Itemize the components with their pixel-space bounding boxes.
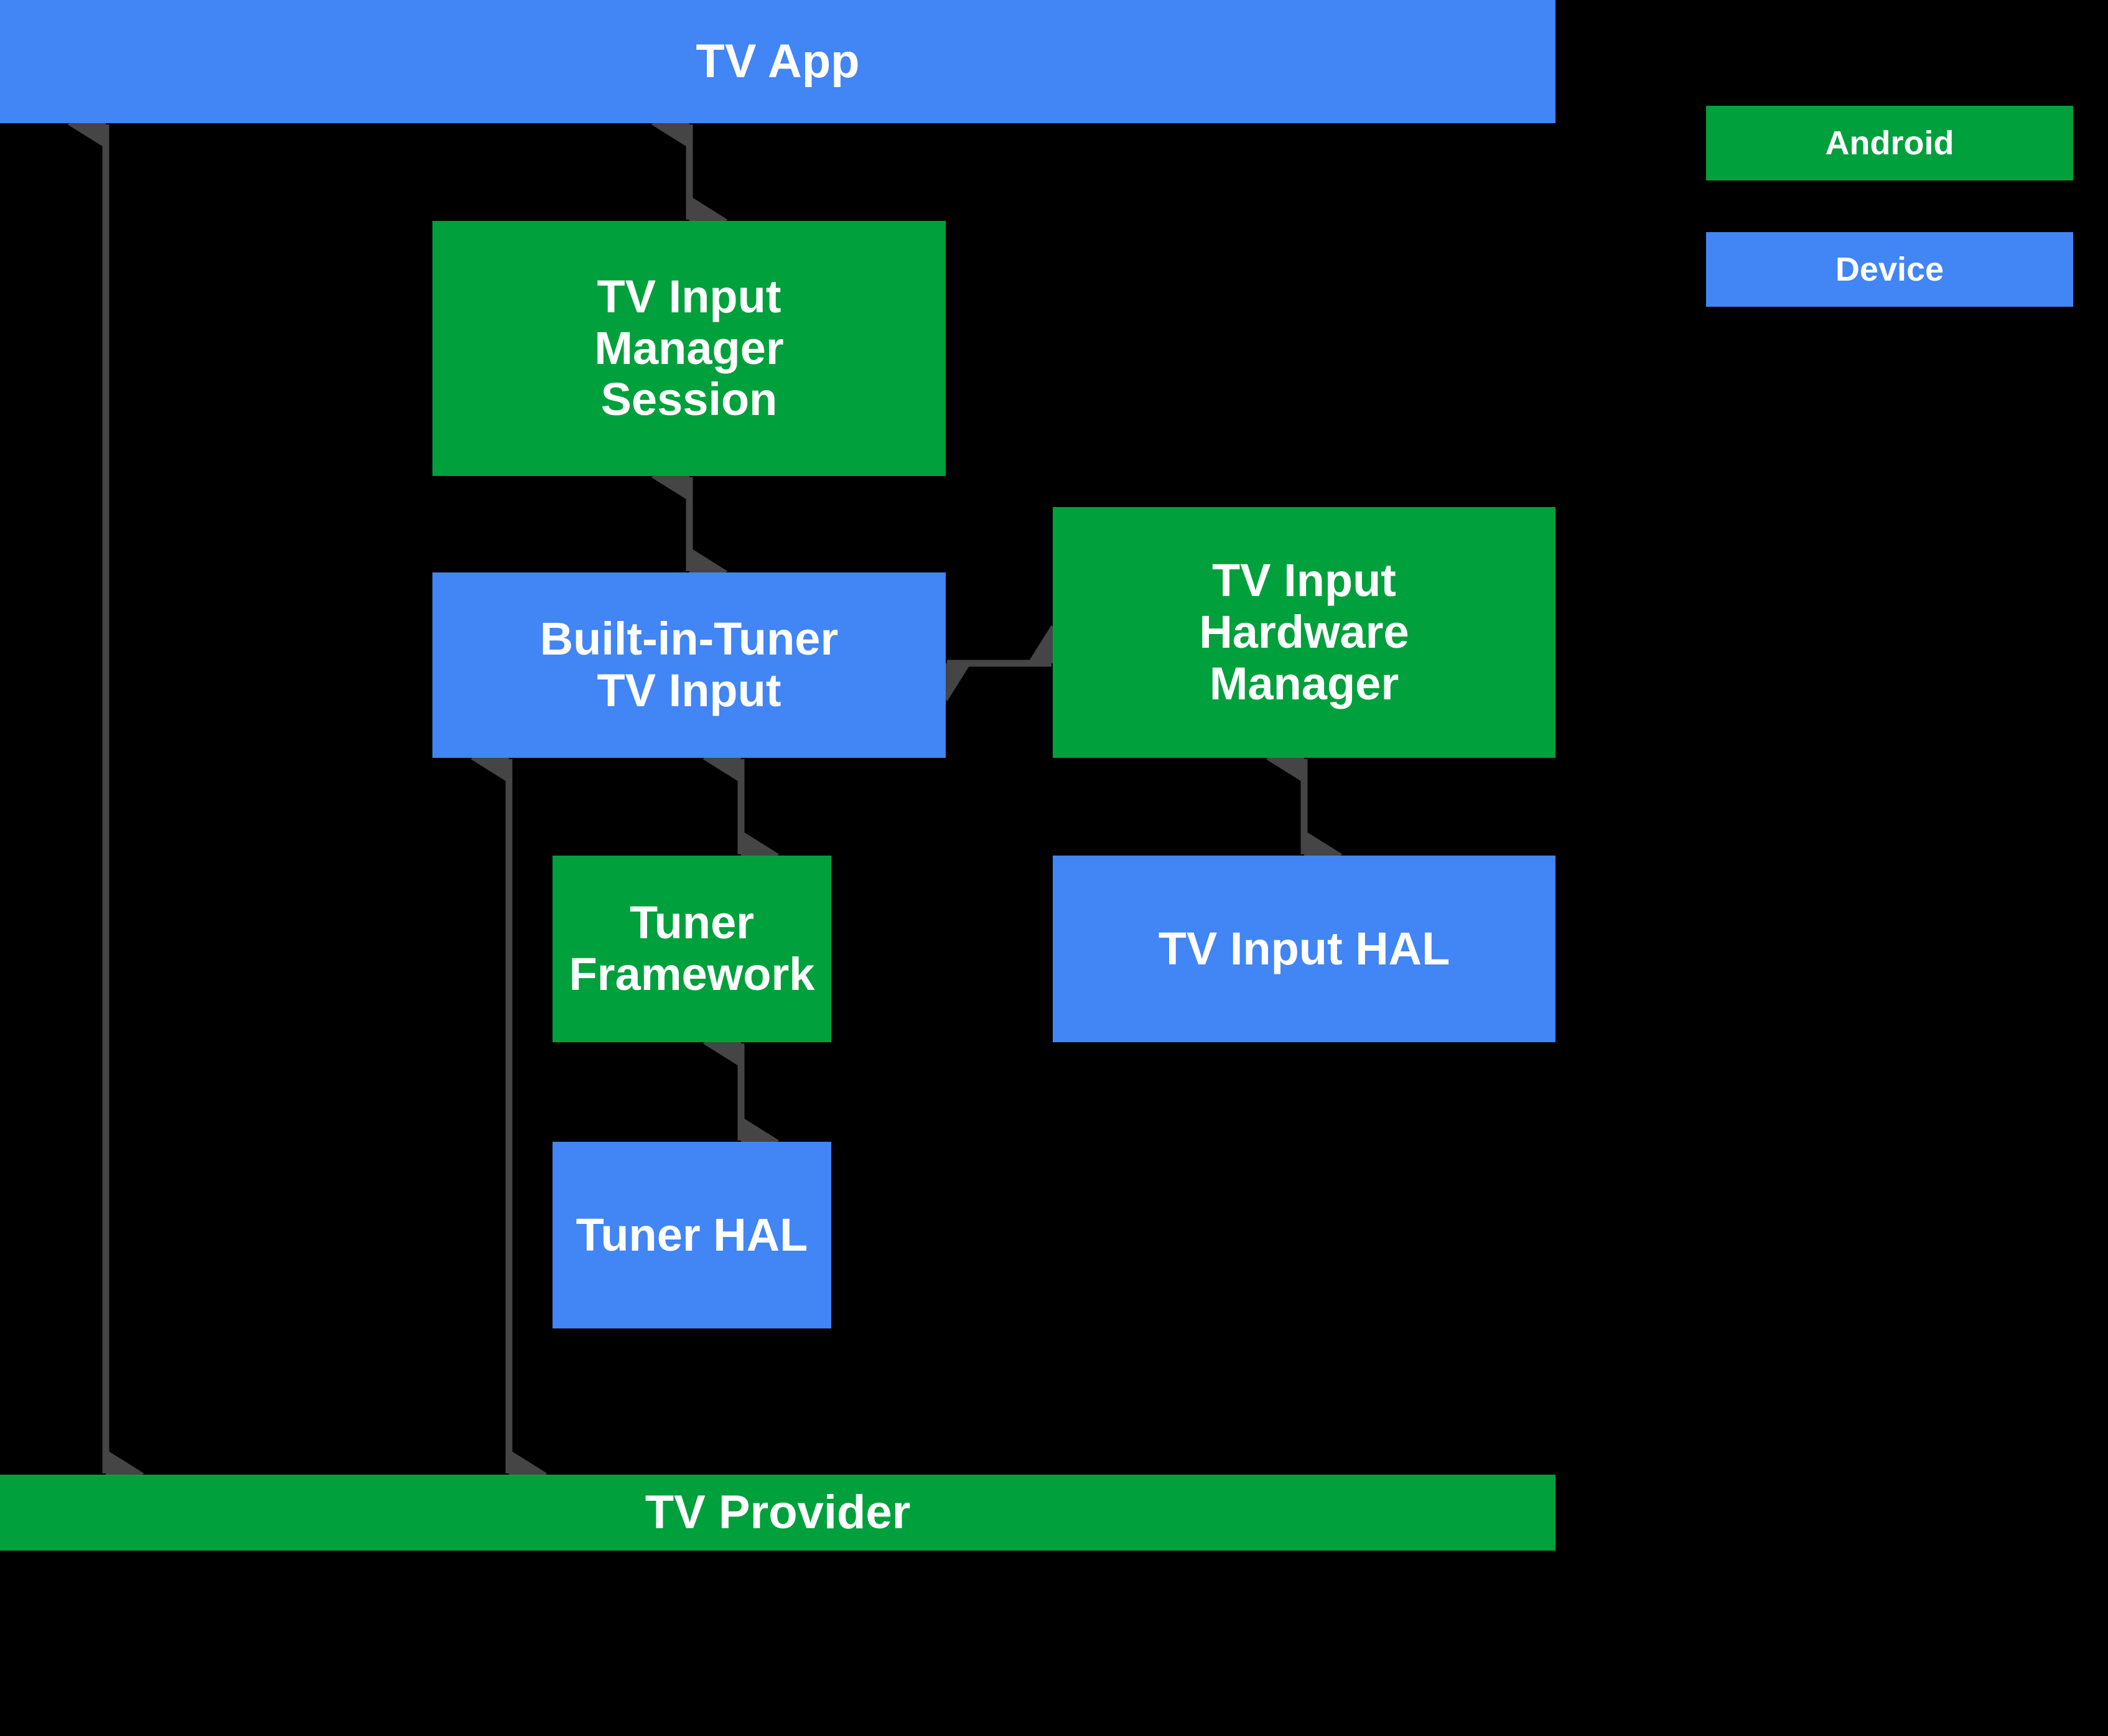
legend-item-android-wrap: Android [1706, 106, 2073, 180]
legend: Android Device [1706, 106, 2073, 307]
legend-item-device-wrap: Device [1706, 232, 2073, 307]
legend-swatch-android: Android [1706, 106, 2073, 180]
node-tv-provider[interactable]: TV Provider [0, 1475, 1555, 1551]
node-tv-input-hardware-manager[interactable]: TV Input Hardware Manager [1053, 507, 1555, 758]
node-tv-app[interactable]: TV App [0, 0, 1555, 123]
node-tv-input-hal[interactable]: TV Input HAL [1053, 856, 1555, 1042]
node-tuner-framework[interactable]: Tuner Framework [553, 856, 831, 1042]
node-tuner-hal[interactable]: Tuner HAL [553, 1142, 831, 1328]
node-built-in-tuner-tv-input[interactable]: Built-in-Tuner TV Input [432, 572, 946, 758]
node-tv-input-manager-session[interactable]: TV Input Manager Session [432, 221, 946, 476]
legend-swatch-device: Device [1706, 232, 2073, 307]
